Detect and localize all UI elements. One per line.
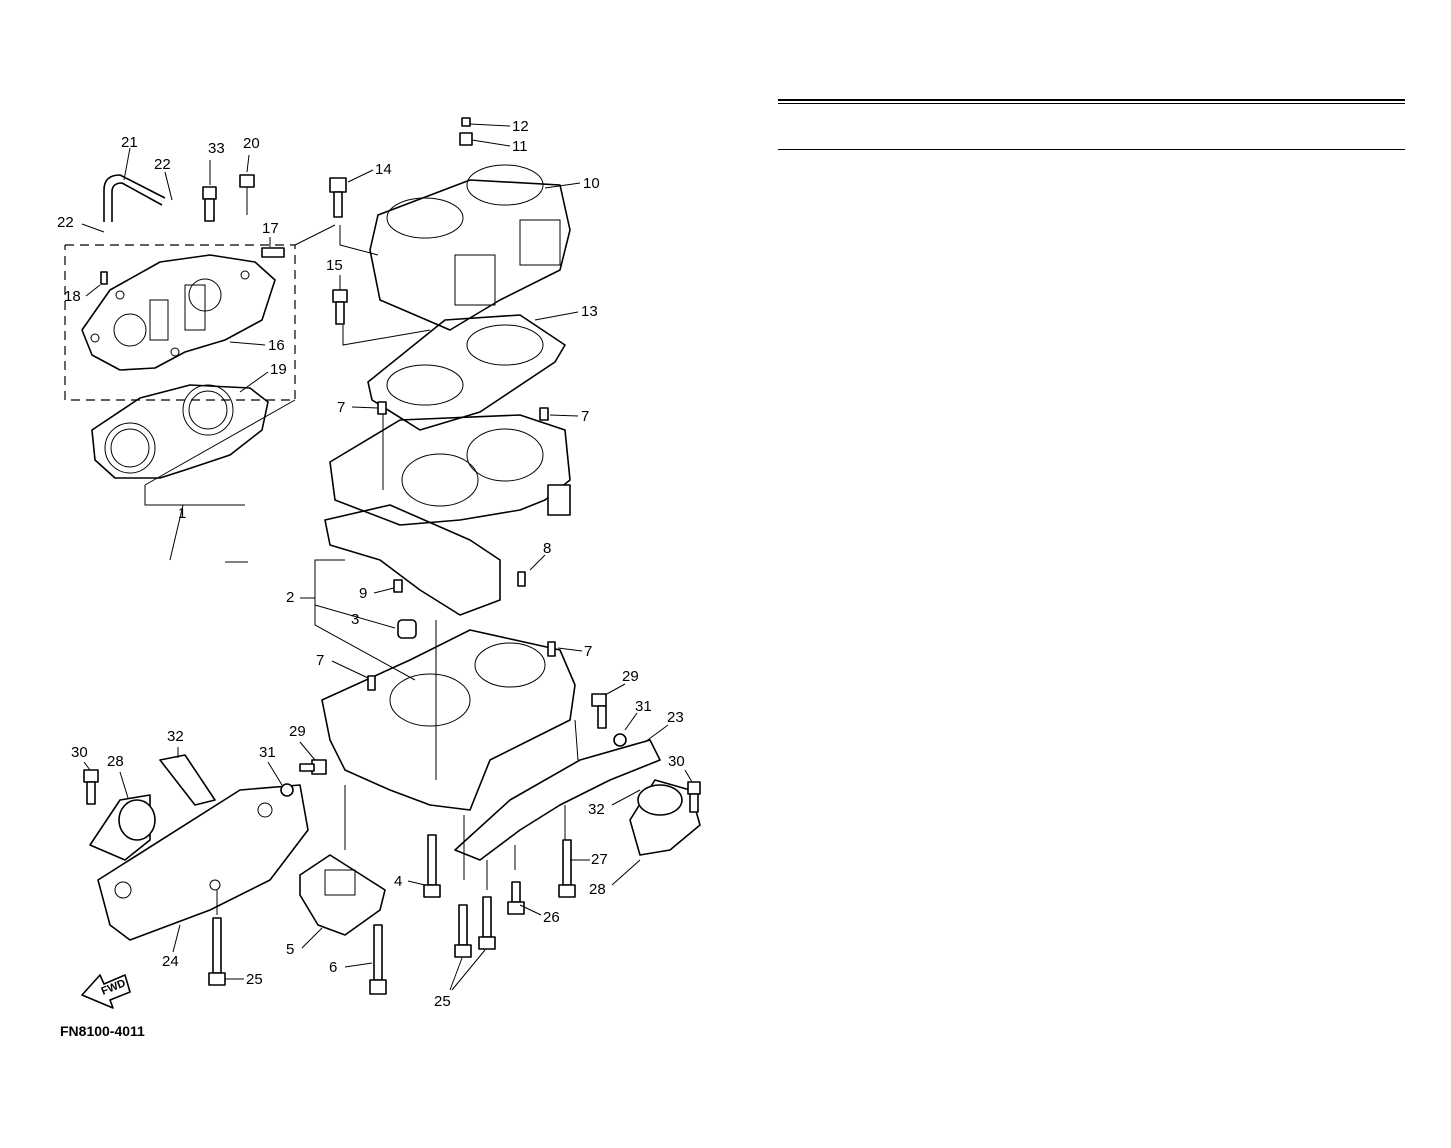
callout-7b: 7: [581, 408, 589, 425]
bolt-30-left: [83, 769, 99, 805]
bolt-15: [332, 289, 348, 325]
base-gasket: [367, 314, 566, 431]
bolt-20: [239, 174, 255, 215]
sensor-17: [261, 247, 285, 258]
callout-25b: 25: [434, 993, 451, 1010]
upper-crankcase: [324, 401, 571, 616]
callout-28b: 28: [589, 881, 606, 898]
callout-18: 18: [64, 288, 81, 305]
callout-15: 15: [326, 257, 343, 274]
engine-mount-5: [299, 854, 386, 936]
bolt-25-right-b: [478, 896, 496, 950]
cylinder-block: [369, 117, 571, 331]
engine-mount-right: [454, 733, 701, 861]
callout-6: 6: [329, 959, 337, 976]
lower-crankcase: [321, 620, 579, 811]
callout-7a: 7: [337, 399, 345, 416]
callout-32b: 32: [588, 801, 605, 818]
cylinder-head-cover: [81, 254, 276, 371]
callout-4: 4: [394, 873, 402, 890]
callout-22b: 22: [57, 214, 74, 231]
callout-5: 5: [286, 941, 294, 958]
callout-8: 8: [543, 540, 551, 557]
callout-31b: 31: [635, 698, 652, 715]
bolt-29-right: [591, 693, 607, 729]
bolt-25-left: [208, 917, 226, 986]
callout-29b: 29: [622, 668, 639, 685]
callout-30b: 30: [668, 753, 685, 770]
callout-14: 14: [375, 161, 392, 178]
fwd-arrow-icon: FWD: [81, 974, 131, 1009]
callout-25a: 25: [246, 971, 263, 988]
callout-21: 21: [121, 134, 138, 151]
bolt-14: [329, 177, 347, 218]
cylinder-head-assembly: [64, 174, 296, 479]
bolt-33: [202, 186, 217, 222]
callout-7d: 7: [584, 643, 592, 660]
callout-20: 20: [243, 135, 260, 152]
callout-29a: 29: [289, 723, 306, 740]
callout-23: 23: [667, 709, 684, 726]
callout-7c: 7: [316, 652, 324, 669]
callout-10: 10: [583, 175, 600, 192]
callouts: 21 22 22 33 20 17 18 16 19 1 12 11 10 14…: [57, 118, 693, 1010]
callout-28a: 28: [107, 753, 124, 770]
bearing-3: [397, 619, 417, 639]
header-rule-top-thin: [778, 103, 1405, 104]
bolt-30-right: [687, 781, 701, 813]
callout-2: 2: [286, 589, 294, 606]
callout-30a: 30: [71, 744, 88, 761]
callout-11: 11: [512, 138, 528, 155]
callout-12: 12: [512, 118, 529, 135]
pin-18: [100, 271, 108, 285]
callout-9: 9: [359, 585, 367, 602]
callout-24: 24: [162, 953, 179, 970]
bolt-4: [423, 834, 441, 898]
callout-27: 27: [591, 851, 608, 868]
callout-16: 16: [268, 337, 285, 354]
callout-22a: 22: [154, 156, 171, 173]
bolt-6: [369, 924, 387, 995]
callout-26: 26: [543, 909, 560, 926]
callout-13: 13: [581, 303, 598, 320]
callout-1: 1: [178, 505, 186, 522]
bolt-27: [558, 839, 576, 898]
bolt-25-right-a: [454, 904, 472, 958]
bolt-29-left: [299, 759, 327, 775]
bolt-26: [507, 881, 525, 915]
header-rule-top: [778, 99, 1405, 101]
engine-mount-left: [89, 754, 309, 941]
callout-32a: 32: [167, 728, 184, 745]
callout-17: 17: [262, 220, 279, 237]
callout-31a: 31: [259, 744, 276, 761]
water-hose: [103, 174, 166, 222]
callout-19: 19: [270, 361, 287, 378]
head-gasket: [91, 384, 269, 479]
header-rule-bottom: [778, 149, 1405, 150]
figure-code: FN8100-4011: [60, 1023, 145, 1039]
callout-33: 33: [208, 140, 225, 157]
callout-3: 3: [351, 611, 359, 628]
